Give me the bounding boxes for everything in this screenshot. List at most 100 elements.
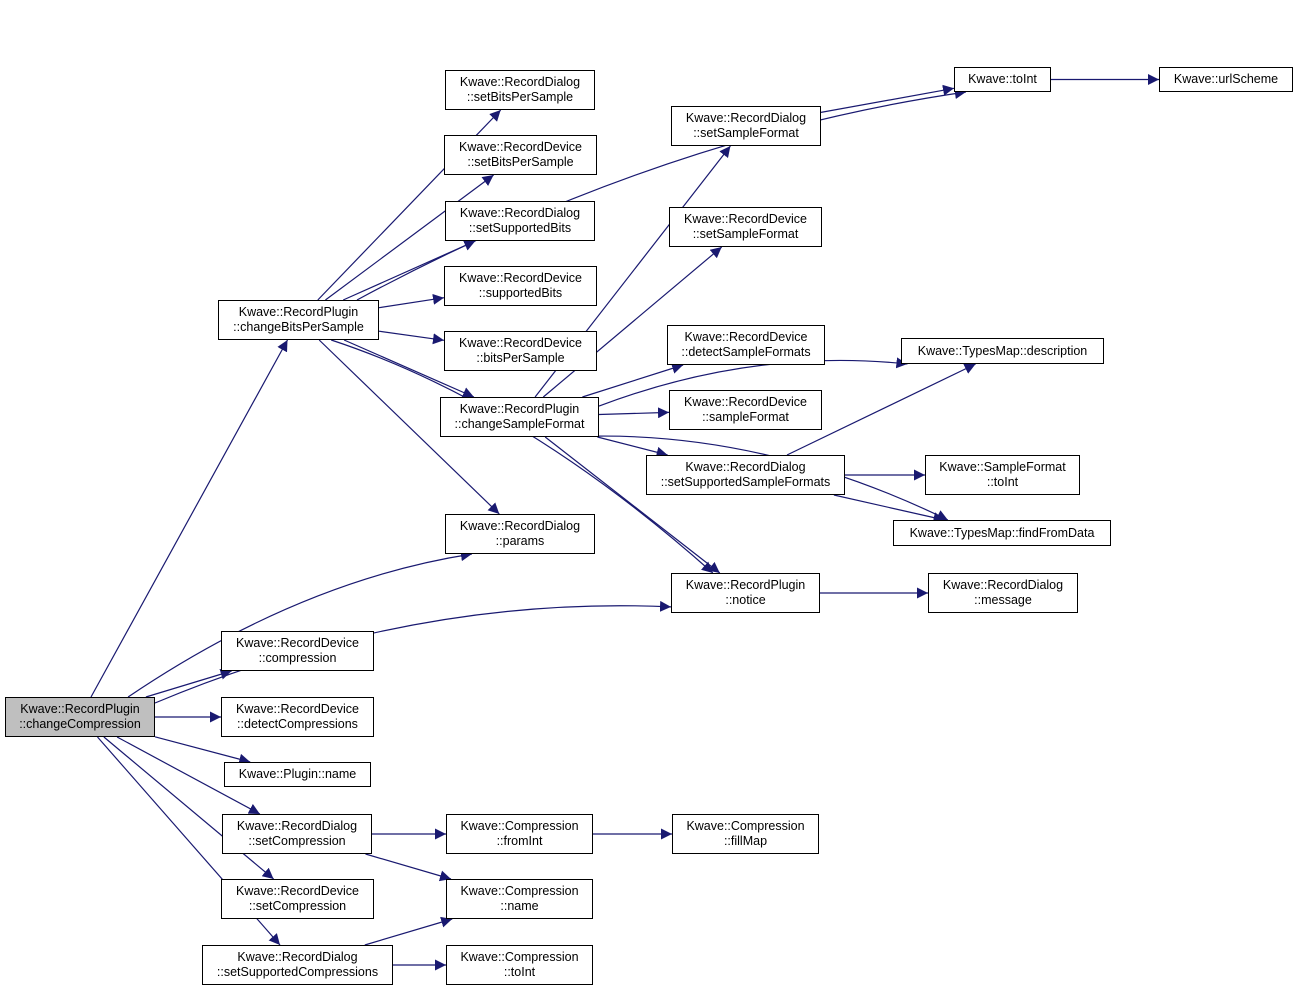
- call-edge-changeBitsPerSample-to-toInt: [356, 88, 966, 301]
- call-edge-dlg_setSupportedCompressions-to-comp_name: [364, 916, 453, 946]
- node-label-line: Kwave::RecordDevice: [459, 140, 582, 154]
- call-edge-dlg_setSampleFormat-to-toInt: [820, 84, 955, 113]
- node-label-line: Kwave::RecordDevice: [684, 330, 808, 344]
- call-edge-dlg_setSupportedSampleFormats-to-typesmap_description: [786, 363, 976, 456]
- node-label-line: ::compression: [258, 651, 337, 665]
- call-edge-changeCompression-to-dev_setCompression: [103, 736, 274, 880]
- node-label-line: ::setBitsPerSample: [466, 90, 574, 104]
- node-recorddialog-params[interactable]: Kwave::RecordDialog::params: [445, 514, 595, 554]
- node-label-line: ::changeBitsPerSample: [233, 320, 364, 334]
- node-label-line: ::fillMap: [723, 834, 768, 848]
- node-label-line: Kwave::RecordDialog: [459, 75, 581, 89]
- node-label-line: ::name: [500, 899, 539, 913]
- node-recordplugin-changebitspersample[interactable]: Kwave::RecordPlugin::changeBitsPerSample: [218, 300, 379, 340]
- node-label-line: Kwave::RecordDialog: [237, 950, 358, 964]
- call-edge-changeSampleFormat-to-notice: [544, 436, 721, 574]
- node-label-line: ::changeSampleFormat: [454, 417, 585, 431]
- node-label-line: Kwave::Compression: [460, 884, 579, 898]
- node-compression-name[interactable]: Kwave::Compression::name: [446, 879, 593, 919]
- node-recordplugin-changesampleformat[interactable]: Kwave::RecordPlugin::changeSampleFormat: [440, 397, 599, 437]
- call-edge-changeBitsPerSample-to-dev_bitsPerSample: [378, 330, 445, 345]
- node-label-line: Kwave::RecordDialog: [685, 111, 807, 125]
- node-recorddevice-detectcompressions[interactable]: Kwave::RecordDevice::detectCompressions: [221, 697, 374, 737]
- node-label-line: Kwave::RecordDialog: [236, 819, 358, 833]
- node-label-line: ::detectCompressions: [237, 717, 358, 731]
- node-label-line: Kwave::RecordDevice: [684, 212, 807, 226]
- node-label-line: Kwave::SampleFormat: [939, 460, 1066, 474]
- node-recorddialog-setcompression[interactable]: Kwave::RecordDialog::setCompression: [222, 814, 372, 854]
- node-recorddevice-sampleformat[interactable]: Kwave::RecordDevice::sampleFormat: [669, 390, 822, 430]
- node-label-line: Kwave::RecordDialog: [459, 206, 581, 220]
- node-recorddevice-detectsampleformats[interactable]: Kwave::RecordDevice::detectSampleFormats: [667, 325, 825, 365]
- node-recorddevice-bitspersample[interactable]: Kwave::RecordDevice::bitsPerSample: [444, 331, 597, 371]
- node-label-line: ::setBitsPerSample: [467, 155, 574, 169]
- node-label-line: ::fromInt: [496, 834, 543, 848]
- call-edge-changeCompression-to-changeBitsPerSample: [90, 339, 289, 698]
- node-recorddevice-setsampleformat[interactable]: Kwave::RecordDevice::setSampleFormat: [669, 207, 822, 247]
- call-edge-changeCompression-to-dlg_params: [127, 550, 472, 698]
- node-label-line: ::supportedBits: [478, 286, 563, 300]
- node-label-line: ::setCompression: [248, 899, 347, 913]
- node-label-line: Kwave::Compression: [460, 819, 579, 833]
- node-label-line: ::toInt: [503, 965, 536, 979]
- node-label-line: Kwave::Plugin::name: [238, 767, 357, 781]
- node-plugin-name[interactable]: Kwave::Plugin::name: [224, 762, 371, 787]
- node-label-line: Kwave::RecordDevice: [459, 336, 582, 350]
- call-edge-changeCompression-to-dev_compression: [145, 668, 232, 698]
- node-label-line: Kwave::Compression: [686, 819, 805, 833]
- call-edge-changeBitsPerSample-to-dev_supportedBits: [378, 293, 445, 309]
- call-edge-changeSampleFormat-to-typesmap_description: [598, 357, 908, 407]
- node-typesmap-findfromdata[interactable]: Kwave::TypesMap::findFromData: [893, 520, 1111, 546]
- node-label-line: Kwave::TypesMap::findFromData: [909, 525, 1095, 540]
- node-recorddialog-setsupportedcompressions[interactable]: Kwave::RecordDialog::setSupportedCompres…: [202, 945, 393, 985]
- call-edge-changeBitsPerSample-to-changeSampleFormat: [343, 339, 475, 398]
- node-label-line: ::setSupportedSampleFormats: [660, 475, 831, 489]
- node-recorddevice-setcompression[interactable]: Kwave::RecordDevice::setCompression: [221, 879, 374, 919]
- call-edge-changeBitsPerSample-to-dlg_setBitsPerSample: [317, 109, 502, 301]
- node-sampleformat-toint[interactable]: Kwave::SampleFormat::toInt: [925, 455, 1080, 495]
- node-label-line: ::sampleFormat: [702, 410, 789, 424]
- node-label-line: Kwave::toInt: [968, 72, 1037, 86]
- node-label-line: Kwave::RecordDialog: [942, 578, 1064, 592]
- node-label-line: Kwave::RecordDialog: [685, 460, 806, 474]
- node-recorddialog-message[interactable]: Kwave::RecordDialog::message: [928, 573, 1078, 613]
- node-label-line: Kwave::TypesMap::description: [917, 343, 1088, 358]
- call-edge-changeCompression-to-plugin_name: [154, 736, 251, 765]
- node-recorddialog-setsupportedbits[interactable]: Kwave::RecordDialog::setSupportedBits: [445, 201, 595, 241]
- node-kwave-urlscheme[interactable]: Kwave::urlScheme: [1159, 67, 1293, 92]
- node-compression-fillmap[interactable]: Kwave::Compression::fillMap: [672, 814, 819, 854]
- node-recordplugin-changecompression[interactable]: Kwave::RecordPlugin::changeCompression: [5, 697, 155, 737]
- node-label-line: ::bitsPerSample: [476, 351, 565, 365]
- call-edge-changeSampleFormat-to-dev_sampleFormat: [598, 407, 670, 419]
- node-compression-toint[interactable]: Kwave::Compression::toInt: [446, 945, 593, 985]
- node-label-line: ::setCompression: [248, 834, 346, 848]
- node-recorddevice-compression[interactable]: Kwave::RecordDevice::compression: [221, 631, 374, 671]
- node-recorddevice-supportedbits[interactable]: Kwave::RecordDevice::supportedBits: [444, 266, 597, 306]
- node-label-line: ::toInt: [986, 475, 1019, 489]
- call-edge-dlg_setSupportedSampleFormats-to-typesmap_findFromData: [833, 494, 945, 523]
- node-recorddialog-setsampleformat[interactable]: Kwave::RecordDialog::setSampleFormat: [671, 106, 821, 146]
- node-label-line: Kwave::RecordDevice: [236, 884, 359, 898]
- node-label-line: ::changeCompression: [19, 717, 141, 731]
- node-label-line: Kwave::RecordPlugin: [20, 702, 140, 716]
- node-label-line: ::params: [495, 534, 545, 548]
- node-recordplugin-notice[interactable]: Kwave::RecordPlugin::notice: [671, 573, 820, 613]
- node-recorddialog-setsupportedsampleformats[interactable]: Kwave::RecordDialog::setSupportedSampleF…: [646, 455, 845, 495]
- node-typesmap-description[interactable]: Kwave::TypesMap::description: [901, 338, 1104, 364]
- call-edge-changeSampleFormat-to-dev_setSampleFormat: [542, 246, 723, 398]
- node-label-line: Kwave::RecordDevice: [236, 636, 359, 650]
- node-recorddialog-setbitspersample[interactable]: Kwave::RecordDialog::setBitsPerSample: [445, 70, 595, 110]
- node-label-line: Kwave::RecordPlugin: [459, 402, 580, 416]
- node-recorddevice-setbitspersample[interactable]: Kwave::RecordDevice::setBitsPerSample: [444, 135, 597, 175]
- call-edge-changeBitsPerSample-to-dlg_params: [318, 339, 500, 515]
- node-label-line: Kwave::Compression: [460, 950, 579, 964]
- node-compression-fromint[interactable]: Kwave::Compression::fromInt: [446, 814, 593, 854]
- node-kwave-toint[interactable]: Kwave::toInt: [954, 67, 1051, 92]
- node-label-line: ::setSampleFormat: [692, 227, 799, 241]
- call-edge-dlg_setCompression-to-comp_name: [365, 853, 452, 882]
- call-edge-changeCompression-to-dlg_setCompression: [116, 736, 261, 815]
- node-label-line: Kwave::RecordDialog: [459, 519, 581, 533]
- call-edge-changeSampleFormat-to-dev_detectSampleFormats: [582, 363, 684, 398]
